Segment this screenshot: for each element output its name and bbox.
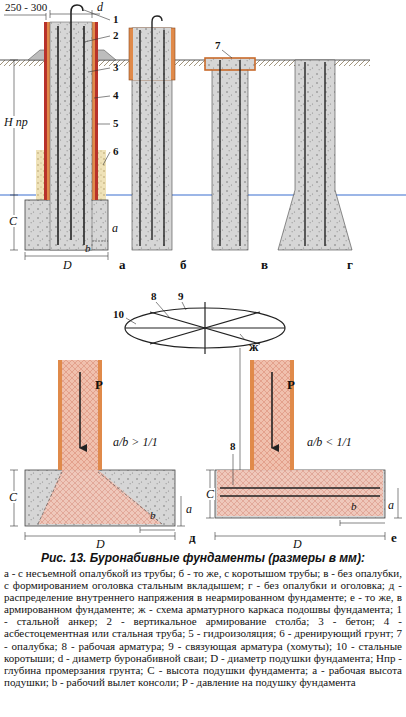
callout-number: 1: [112, 14, 120, 25]
callout-number: 8: [229, 441, 237, 452]
callout-number: 6: [112, 146, 120, 157]
legend-text: а - с несъемной опалубкой из трубы; б - …: [4, 567, 402, 688]
dimension-label: 250 - 300: [4, 2, 48, 13]
callout-number: 3: [112, 62, 120, 73]
dimension-label: a/b > 1/1: [112, 436, 159, 448]
dimension-label: г: [346, 258, 354, 271]
callout-number: 7: [214, 40, 222, 51]
dimension-label: d: [96, 1, 104, 13]
dimension-label: D: [62, 259, 73, 271]
dimension-label: е: [390, 531, 398, 544]
dimension-label: D: [292, 538, 303, 550]
dimension-label: b: [149, 510, 157, 521]
dimension-label: a: [185, 503, 193, 515]
dimension-label: a/b < 1/1: [306, 436, 353, 448]
callout-number: 8: [150, 291, 158, 302]
dimension-label: b: [84, 243, 92, 254]
callout-number: 9: [177, 291, 185, 302]
callout-number: 2: [112, 30, 120, 41]
dimension-label: b: [350, 501, 358, 512]
dimension-label: D: [95, 538, 106, 550]
figure-caption: Рис. 13. Буронабивные фундаменты (размер…: [41, 551, 365, 565]
dimension-label: a: [111, 222, 119, 234]
dimension-label: в: [260, 258, 269, 271]
dimension-label: C: [205, 488, 215, 500]
dimension-label: Н пр: [3, 116, 29, 128]
dimension-label: C: [8, 215, 18, 227]
callout-number: 10: [112, 309, 125, 320]
dimension-label: a: [387, 499, 395, 511]
dimension-label: д: [188, 531, 197, 544]
dimension-label: P: [286, 378, 296, 391]
dimension-label: C: [8, 491, 18, 503]
dimension-label: P: [94, 378, 104, 391]
dimension-label: а: [118, 258, 127, 271]
callout-number: 5: [112, 118, 120, 129]
dimension-label: ж: [248, 340, 259, 353]
callout-number: 4: [112, 90, 120, 101]
dimension-label: б: [179, 258, 188, 271]
